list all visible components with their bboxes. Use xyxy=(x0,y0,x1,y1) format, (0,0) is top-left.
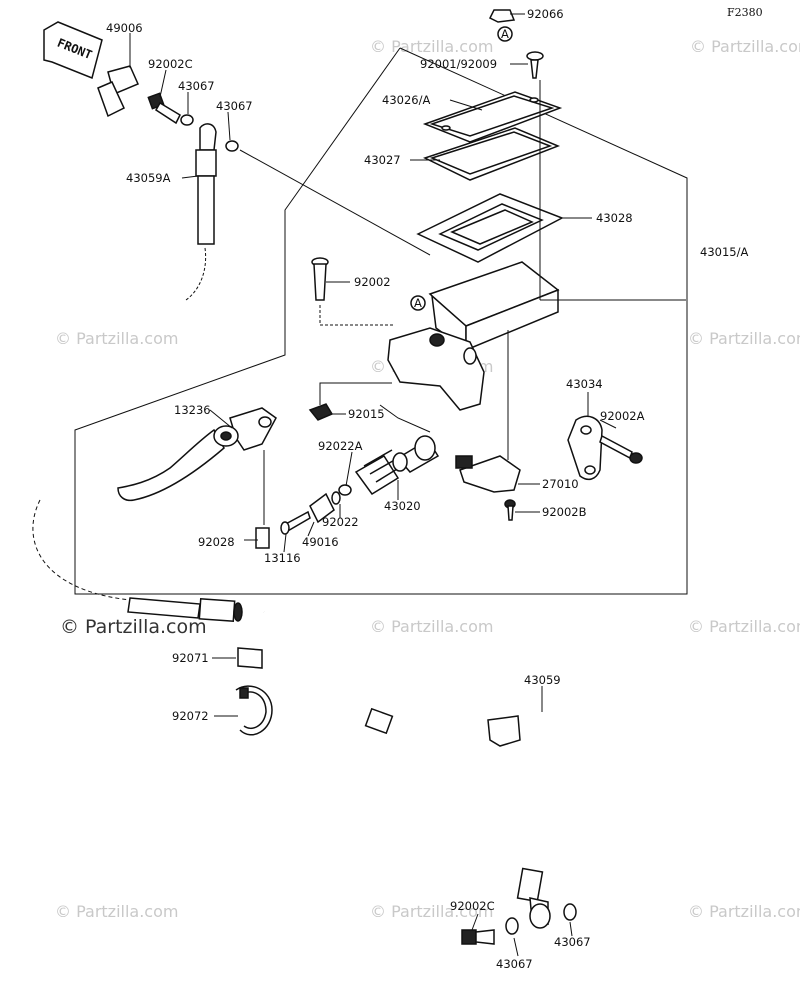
leader-line xyxy=(239,149,431,256)
label-92002: 92002 xyxy=(354,275,391,289)
part-92002B-screw xyxy=(504,499,516,521)
part-43067-washer xyxy=(225,140,239,152)
ref-marker-a-label: A xyxy=(414,296,422,310)
label-43067: 43067 xyxy=(178,79,215,93)
part-43067-washer xyxy=(563,903,577,921)
part-92066-cap xyxy=(488,9,516,23)
label-43020: 43020 xyxy=(384,499,421,513)
part-49006-cap xyxy=(97,65,139,118)
ref-marker-a-label: A xyxy=(501,27,509,41)
part-43059-hose xyxy=(263,609,609,929)
watermark-primary: © Partzilla.com xyxy=(60,616,207,638)
label-13116: 13116 xyxy=(264,551,301,565)
label-43026: 43026/A xyxy=(382,93,430,107)
ref-marker-a xyxy=(497,26,513,42)
leader-line xyxy=(319,382,392,405)
part-92002A-bolt xyxy=(599,434,643,464)
watermark: © Partzilla.com xyxy=(55,902,178,921)
front-arrow: FRONT xyxy=(43,21,103,80)
label-43067: 43067 xyxy=(496,957,533,971)
label-92002B: 92002B xyxy=(542,505,587,519)
part-92001-screw xyxy=(526,51,544,79)
part-92072-clamp xyxy=(235,685,273,736)
label-92072: 92072 xyxy=(172,709,209,723)
label-92002C: 92002C xyxy=(148,57,193,71)
leader-line xyxy=(379,404,431,433)
label-92022A: 92022A xyxy=(318,439,363,453)
callout-leaders xyxy=(129,13,686,957)
label-92022: 92022 xyxy=(322,515,359,529)
label-43067: 43067 xyxy=(216,99,253,113)
part-92071-cap xyxy=(237,647,263,669)
watermark: © Partzilla.com xyxy=(688,902,800,921)
part-13116-pushrod xyxy=(280,510,311,535)
label-43059A: 43059A xyxy=(126,171,171,185)
label-92001: 92001/92009 xyxy=(420,57,497,71)
part-92022-ring xyxy=(331,491,341,505)
ref-marker-a xyxy=(410,295,426,311)
label-49016: 49016 xyxy=(302,535,339,549)
label-49006: 49006 xyxy=(106,21,143,35)
label-92002A: 92002A xyxy=(600,409,645,423)
leader-line xyxy=(32,499,131,601)
label-43059: 43059 xyxy=(524,673,561,687)
part-49016-boot xyxy=(309,492,335,524)
part-92002C-bolt-bottom xyxy=(461,929,495,945)
label-43034: 43034 xyxy=(566,377,603,391)
part-92002-bolt xyxy=(311,257,395,326)
part-43026-cap xyxy=(422,91,563,143)
label-13236: 13236 xyxy=(174,403,211,417)
watermark: © Partzilla.com xyxy=(688,617,800,636)
part-43034-clamp xyxy=(567,415,603,481)
label-92002C: 92002C xyxy=(450,899,495,913)
label-43015: 43015/A xyxy=(700,245,748,259)
label-43028: 43028 xyxy=(596,211,633,225)
part-43027-diaphragm xyxy=(423,127,561,181)
part-43059A-hose xyxy=(185,123,217,301)
label-92015: 92015 xyxy=(348,407,385,421)
label-92028: 92028 xyxy=(198,535,235,549)
part-43020-piston xyxy=(354,435,440,496)
label-27010: 27010 xyxy=(542,477,579,491)
part-hose-fitting xyxy=(127,597,243,622)
part-92028-pin xyxy=(255,527,270,549)
part-labels: 92066 49006 92002C 43067 43067 43059A 92… xyxy=(106,7,748,971)
part-43067-washer xyxy=(180,114,194,126)
label-43067: 43067 xyxy=(554,935,591,949)
part-92002C-bolt-top xyxy=(147,92,181,125)
part-92022A-washer xyxy=(338,484,352,496)
master-cylinder-body xyxy=(387,261,560,411)
watermark: © Partzilla.com xyxy=(690,37,800,56)
label-92066: 92066 xyxy=(527,7,564,21)
part-43028-plate xyxy=(416,193,564,263)
part-27010-switch xyxy=(455,455,521,493)
part-13236-lever xyxy=(117,407,277,502)
part-43067-washer xyxy=(505,917,519,935)
watermark: © Partzilla.com xyxy=(688,329,800,348)
part-92015-nut xyxy=(308,403,334,421)
watermark: © Partzilla.com xyxy=(370,37,493,56)
label-43027: 43027 xyxy=(364,153,401,167)
figure-code: F2380 xyxy=(727,6,763,19)
watermark: © Partzilla.com xyxy=(370,902,493,921)
assembly-boundary xyxy=(74,47,688,595)
watermark: © Partzilla.com xyxy=(55,329,178,348)
watermark: © Partzilla.com xyxy=(370,617,493,636)
label-92071: 92071 xyxy=(172,651,209,665)
